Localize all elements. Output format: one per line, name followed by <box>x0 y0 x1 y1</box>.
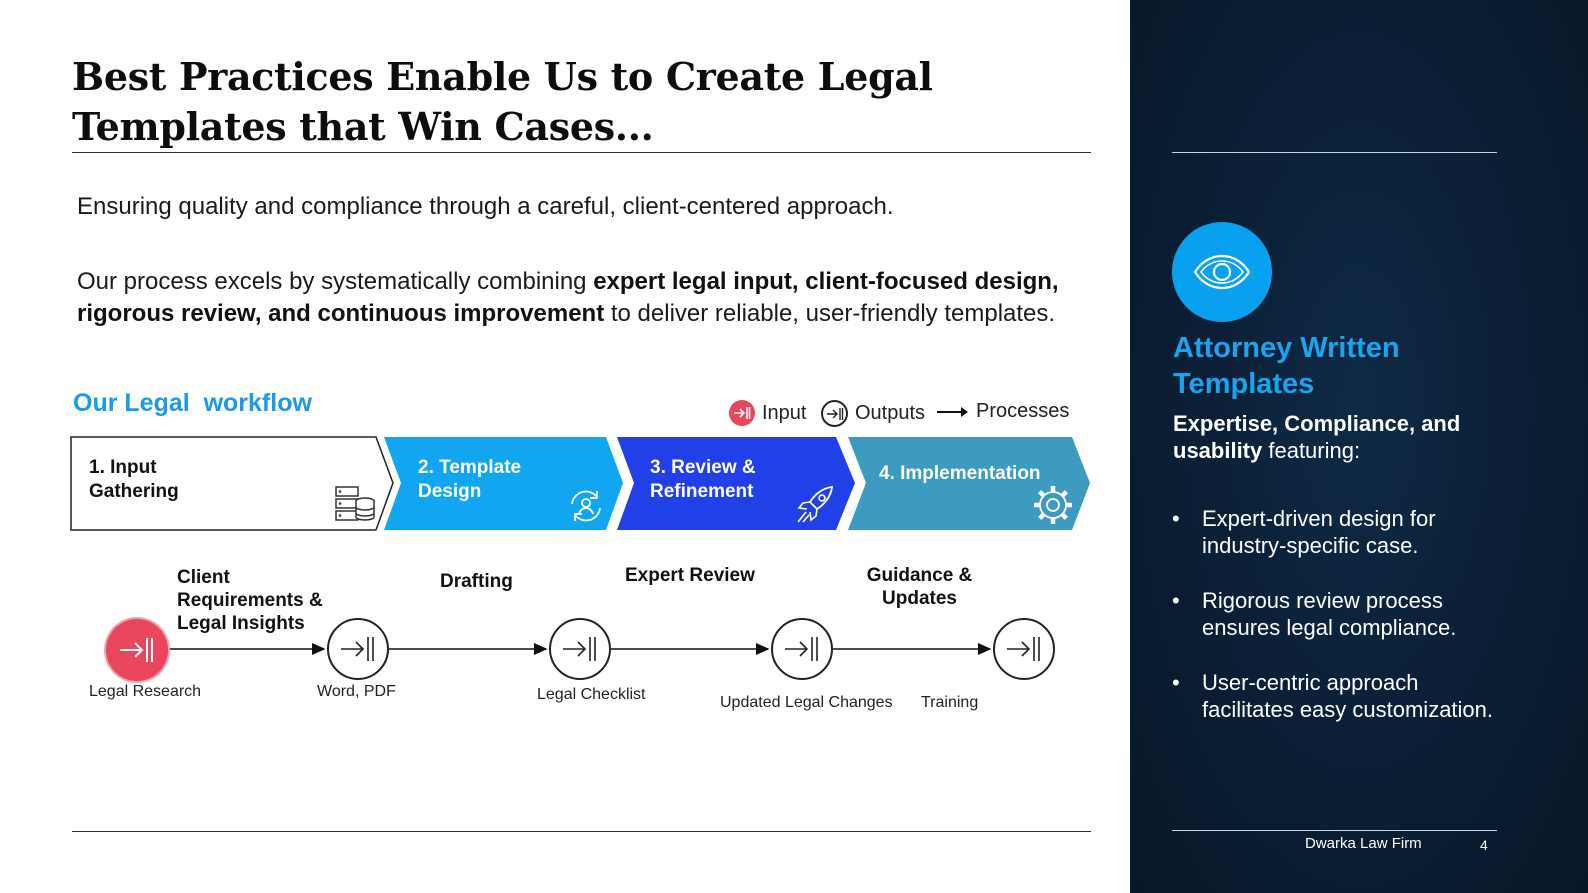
phase-1-label: 1. Input Gathering <box>89 457 179 502</box>
chevron-phase-4 <box>848 437 1090 530</box>
footer-firm-name: Dwarka Law Firm <box>1305 835 1422 852</box>
panel-subtitle: Expertise, Compliance, and usability fea… <box>1173 410 1513 464</box>
legend-processes: Processes <box>937 400 1069 423</box>
input-icon <box>729 400 755 426</box>
refresh-user-icon <box>571 490 601 522</box>
node-legal-checklist <box>549 618 611 680</box>
legend-outputs-label: Outputs <box>855 402 926 424</box>
page-number: 4 <box>1480 837 1488 853</box>
output-arrow-icon <box>785 637 818 661</box>
panel-subtitle-bold: Expertise, Compliance, and usability <box>1173 411 1461 463</box>
chevron-shapes <box>70 436 1090 531</box>
node-word-pdf <box>327 618 389 680</box>
stage-label-drafting: Drafting <box>440 571 513 592</box>
panel-title: Attorney Written Templates <box>1173 332 1400 400</box>
intro-paragraph: Our process excels by systematically com… <box>77 266 1077 330</box>
chevron-phase-2 <box>384 437 623 530</box>
output-icon <box>821 400 848 427</box>
node-training <box>993 618 1055 680</box>
page-title: Best Practices Enable Us to Create Legal… <box>72 54 933 149</box>
output-arrow-icon <box>563 637 596 661</box>
paragraph-text-bold: expert legal input, client-focused desig… <box>77 268 1059 327</box>
node-updated-legal-changes <box>771 618 833 680</box>
node-label-updated-legal-changes: Updated Legal Changes <box>720 694 893 711</box>
node-label-training: Training <box>921 694 979 711</box>
subtitle: Ensuring quality and compliance through … <box>77 193 894 220</box>
legend-input: Input <box>729 400 806 426</box>
eye-icon <box>1193 254 1251 290</box>
feature-bullet: Rigorous review process ensures legal co… <box>1172 587 1502 641</box>
phase-chevrons: 1. Input Gathering 2. Template Design 3.… <box>70 434 1092 534</box>
phase-2-label: 2. Template Design <box>418 457 522 502</box>
output-arrow-icon <box>341 637 374 661</box>
paragraph-text-tail: to deliver reliable, user-friendly templ… <box>604 300 1056 327</box>
node-label-word-pdf: Word, PDF <box>317 683 396 700</box>
input-arrow-icon <box>120 638 153 662</box>
bottom-divider <box>72 831 1091 832</box>
side-panel <box>1130 0 1588 893</box>
feature-list: Expert-driven design for industry-specif… <box>1172 505 1502 751</box>
output-arrow-icon <box>1007 637 1040 661</box>
legend-processes-label: Processes <box>976 400 1070 422</box>
panel-bottom-divider <box>1172 830 1497 831</box>
stage-label-requirements: Client Requirements & Legal Insights <box>177 566 357 635</box>
paragraph-text-lead: Our process excels by systematically com… <box>77 268 594 295</box>
stage-label-expert-review: Expert Review <box>625 565 755 586</box>
chevron-phase-3 <box>617 437 855 530</box>
panel-subtitle-rest: featuring: <box>1262 438 1361 463</box>
phase-3-label: 3. Review & Refinement <box>650 457 756 502</box>
arrow-right-icon <box>937 406 968 417</box>
node-label-legal-checklist: Legal Checklist <box>537 686 646 703</box>
gear-icon <box>1034 486 1072 524</box>
node-legal-research <box>106 619 168 681</box>
rocket-icon <box>797 485 834 523</box>
node-label-legal-research: Legal Research <box>89 683 202 700</box>
eye-icon-badge <box>1172 222 1272 322</box>
feature-bullet: Expert-driven design for industry-specif… <box>1172 505 1502 559</box>
title-divider <box>72 152 1091 153</box>
legend-input-label: Input <box>762 401 807 424</box>
chevron-phase-1 <box>70 436 394 531</box>
panel-top-divider <box>1172 152 1497 153</box>
feature-bullet: User-centric approach facilitates easy c… <box>1172 669 1502 723</box>
stage-label-text: Client Requirements & Legal Insights <box>177 567 323 634</box>
phase-4-label: 4. Implementation <box>879 463 1041 484</box>
database-icon <box>335 486 375 521</box>
legend-outputs: Outputs <box>821 400 925 427</box>
stage-label-guidance: Guidance & Updates <box>866 565 973 609</box>
workflow-heading: Our Legal workflow <box>73 389 312 417</box>
